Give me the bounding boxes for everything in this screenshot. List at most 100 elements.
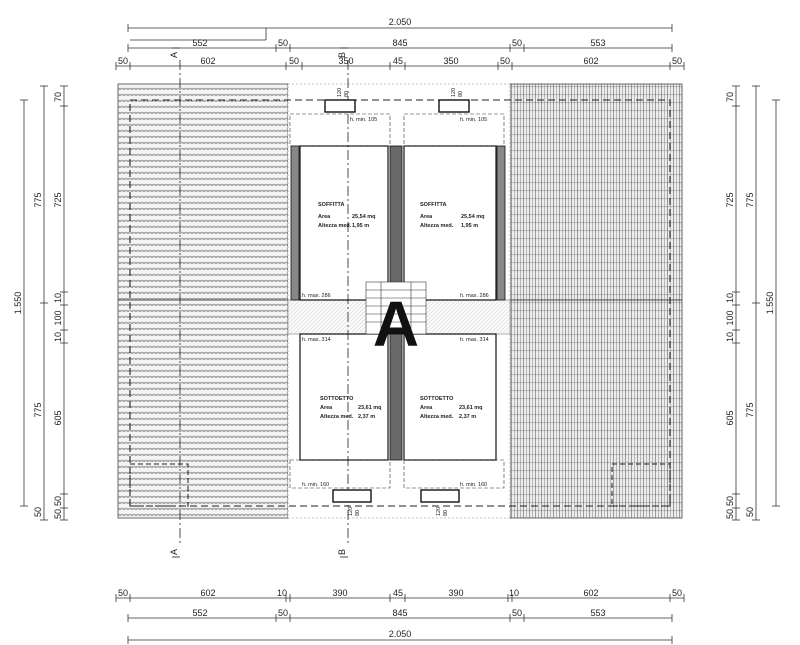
bot-dim-r1d: 390 <box>332 588 347 598</box>
top-dimension-lines <box>115 24 685 70</box>
soffitta-right-area: 25,54 mq <box>461 214 485 220</box>
window-tag-top-right: 120 <box>451 88 457 97</box>
sottotetto-right-area: 23,61 mq <box>459 405 483 411</box>
top-dim-50a: 50 <box>278 38 288 48</box>
bot-dim-r1b: 602 <box>200 588 215 598</box>
soffitta-right-height-label: Altezza med. <box>420 223 454 229</box>
central-wall-top <box>389 145 403 301</box>
bot-dim-r1a: 50 <box>118 588 128 598</box>
window-tag-bottom-left: 120 <box>348 507 354 516</box>
right-total-dim: 1.550 <box>765 292 775 315</box>
sottotetto-left-height-label: Altezza med. <box>320 414 354 420</box>
top-dim-552: 552 <box>192 38 207 48</box>
right-dim-10b: 10 <box>725 332 735 342</box>
bot-dim-r1g: 10 <box>509 588 519 598</box>
right-dim-725: 725 <box>725 192 735 207</box>
left-dim-775a: 775 <box>33 192 43 207</box>
corner-box-left <box>129 463 189 507</box>
room-soffitta-left <box>289 99 391 301</box>
staircase <box>365 281 427 335</box>
sottotetto-left-height: 2,37 m <box>358 414 375 420</box>
room-soffitta-right <box>403 99 506 301</box>
window-sub-top-left: 80 <box>344 91 350 97</box>
top-dim-r3c: 50 <box>289 56 299 66</box>
left-dim-70: 70 <box>53 92 63 102</box>
section-b-bottom: B <box>337 549 347 555</box>
room-sottotetto-right <box>403 333 505 503</box>
right-dim-50b: 50 <box>725 509 735 519</box>
bot-dim-r1e: 45 <box>393 588 403 598</box>
soffitta-right-area-label: Area <box>420 214 433 220</box>
sottotetto-left-hmax: h. max. 314 <box>302 337 331 343</box>
room-sottotetto-left <box>289 333 391 503</box>
right-dim-70: 70 <box>725 92 735 102</box>
left-dim-10a: 10 <box>53 293 63 303</box>
left-dim-10b: 10 <box>53 332 63 342</box>
soffitta-left-height-label: Altezza med. <box>318 223 352 229</box>
soffitta-right-name: SOFFITTA <box>420 202 447 208</box>
soffitta-left-hmin: h. min. 105 <box>350 117 377 123</box>
right-dim-775b: 775 <box>745 402 755 417</box>
bot-dim-r1c: 10 <box>277 588 287 598</box>
top-dim-r3e: 45 <box>393 56 403 66</box>
window-sub-bottom-left: 80 <box>355 510 361 516</box>
right-dimension-lines <box>732 85 780 521</box>
bot-dim-r1i: 50 <box>672 588 682 598</box>
bot-total-dim: 2.050 <box>389 629 412 639</box>
left-dim-100: 100 <box>53 310 63 325</box>
sottotetto-right-height-label: Altezza med. <box>420 414 454 420</box>
sottotetto-left-area: 23,61 mq <box>358 405 382 411</box>
bottom-dimension-lines <box>115 594 685 644</box>
sottotetto-left-area-label: Area <box>320 405 333 411</box>
roof-tiles-left-top <box>117 83 289 301</box>
top-dim-r3d: 350 <box>338 56 353 66</box>
bot-dim-50a: 50 <box>278 608 288 618</box>
bot-dim-r1h: 602 <box>583 588 598 598</box>
top-dim-r3a: 50 <box>118 56 128 66</box>
bot-dim-845: 845 <box>392 608 407 618</box>
left-dim-50a: 50 <box>53 496 63 506</box>
window-sub-bottom-right: 80 <box>443 510 449 516</box>
top-dim-50b: 50 <box>512 38 522 48</box>
top-dim-r3f: 350 <box>443 56 458 66</box>
sottotetto-right-hmin: h. min. 160 <box>460 482 487 488</box>
soffitta-left-height: 1,95 m <box>352 223 369 229</box>
left-dim-775b: 775 <box>33 402 43 417</box>
right-dim-100: 100 <box>725 310 735 325</box>
roof-tiles-right-top <box>509 83 683 301</box>
sottotetto-right-area-label: Area <box>420 405 433 411</box>
bot-dim-552: 552 <box>192 608 207 618</box>
top-dim-553: 553 <box>590 38 605 48</box>
roof-tiles-left-bottom <box>117 299 289 519</box>
top-total-dim: 2.050 <box>389 17 412 27</box>
soffitta-right-hmin: h. min. 105 <box>460 117 487 123</box>
top-dim-r3b: 602 <box>200 56 215 66</box>
left-total-dim: 1.550 <box>13 292 23 315</box>
left-dim-50c: 50 <box>33 507 43 517</box>
sottotetto-right-hmax: h. max. 314 <box>460 337 489 343</box>
top-dim-845: 845 <box>392 38 407 48</box>
left-dim-605: 605 <box>53 410 63 425</box>
top-dim-r3i: 50 <box>672 56 682 66</box>
section-b-top: B <box>337 52 347 58</box>
sottotetto-right-height: 2,37 m <box>459 414 476 420</box>
section-a-bottom: A <box>169 549 179 555</box>
right-dim-50c: 50 <box>745 507 755 517</box>
overhang-outline <box>129 99 671 507</box>
soffitta-left-name: SOFFITTA <box>318 202 345 208</box>
big-letter-a: A <box>373 288 419 360</box>
right-dim-775a: 775 <box>745 192 755 207</box>
sottotetto-right-name: SOTTOETTO <box>420 396 454 402</box>
left-dimension-lines <box>20 85 68 521</box>
right-dim-50a: 50 <box>725 496 735 506</box>
corner-box-right <box>611 463 671 507</box>
left-dim-50b: 50 <box>53 509 63 519</box>
roof-tiles-right-bottom <box>509 299 683 519</box>
sottotetto-left-name: SOTTOETTO <box>320 396 354 402</box>
bot-dim-553: 553 <box>590 608 605 618</box>
soffitta-left-hmax: h. max. 286 <box>302 293 331 299</box>
window-tag-bottom-right: 120 <box>436 507 442 516</box>
window-sub-top-right: 80 <box>458 91 464 97</box>
section-a-top: A <box>169 52 179 58</box>
